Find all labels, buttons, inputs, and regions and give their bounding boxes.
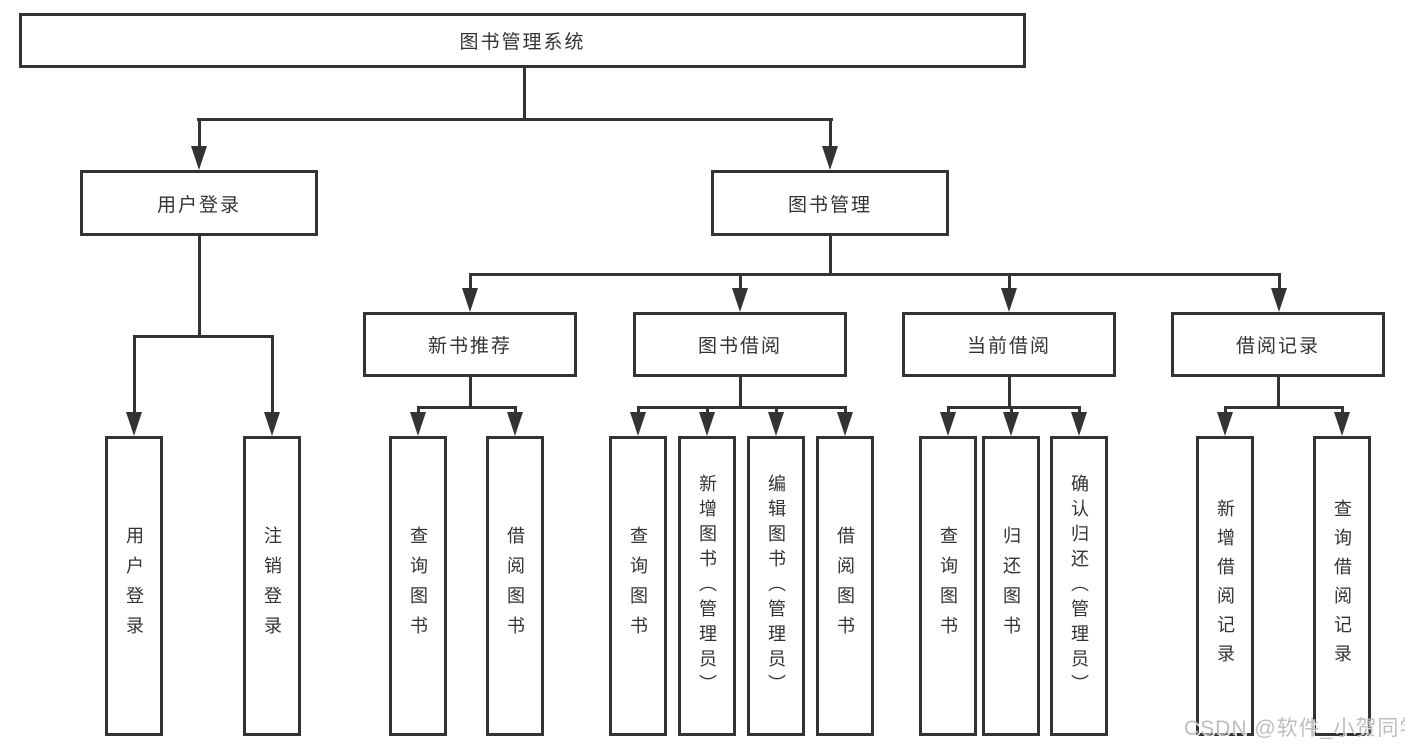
leaf-return-books-label: 归还图书 bbox=[1001, 526, 1021, 646]
connector-line bbox=[1224, 406, 1227, 416]
connector-line bbox=[1277, 377, 1280, 409]
connector-line bbox=[706, 406, 709, 416]
leaf-logout-label: 注销登录 bbox=[262, 526, 282, 646]
arrowhead-down-icon bbox=[1071, 412, 1087, 436]
leaf-edit-books-admin-label: 编辑图书（管理员） bbox=[766, 473, 786, 699]
watermark: CSDN @软件_小贺同学 bbox=[1184, 717, 1405, 740]
connector-line bbox=[514, 406, 517, 416]
connector-line bbox=[637, 406, 640, 416]
connector-line bbox=[1224, 406, 1343, 409]
arrowhead-down-icon bbox=[264, 412, 280, 436]
leaf-query-books-borrowing-label: 查询图书 bbox=[628, 526, 648, 646]
connector-line bbox=[469, 377, 472, 409]
node-borrowing-records-label: 借阅记录 bbox=[1235, 336, 1320, 357]
connector-line bbox=[469, 273, 1280, 276]
arrowhead-down-icon bbox=[1001, 288, 1017, 312]
leaf-add-books-admin-label: 新增图书（管理员） bbox=[697, 473, 717, 699]
leaf-query-borrow-record: 查询借阅记录 bbox=[1313, 436, 1371, 736]
node-book-management: 图书管理 bbox=[711, 170, 949, 236]
connector-line bbox=[739, 273, 742, 292]
connector-line bbox=[829, 236, 832, 275]
connector-line bbox=[947, 406, 1080, 409]
leaf-query-borrow-record-label: 查询借阅记录 bbox=[1332, 499, 1352, 673]
node-book-management-label: 图书管理 bbox=[787, 194, 872, 216]
arrowhead-down-icon bbox=[940, 412, 956, 436]
connector-line bbox=[417, 406, 516, 409]
connector-line bbox=[829, 118, 832, 150]
connector-line bbox=[637, 406, 846, 409]
leaf-query-books-recommend: 查询图书 bbox=[389, 436, 447, 736]
node-current-borrowing-label: 当前借阅 bbox=[966, 336, 1051, 357]
connector-line bbox=[1010, 406, 1013, 416]
connector-line bbox=[133, 335, 273, 338]
connector-line bbox=[417, 406, 420, 416]
arrowhead-down-icon bbox=[1334, 412, 1350, 436]
leaf-borrow-books-label: 借阅图书 bbox=[835, 526, 855, 646]
arrowhead-down-icon bbox=[1217, 412, 1233, 436]
connector-line bbox=[469, 273, 472, 292]
node-current-borrowing: 当前借阅 bbox=[902, 312, 1116, 377]
connector-line bbox=[133, 335, 136, 413]
connector-line bbox=[739, 377, 742, 409]
connector-line bbox=[947, 406, 950, 416]
node-book-borrowing: 图书借阅 bbox=[633, 312, 847, 377]
node-user-login: 用户登录 bbox=[80, 170, 318, 236]
arrowhead-down-icon bbox=[837, 412, 853, 436]
arrowhead-down-icon bbox=[1003, 412, 1019, 436]
leaf-borrow-books: 借阅图书 bbox=[816, 436, 874, 736]
leaf-user-login-label: 用户登录 bbox=[124, 526, 144, 646]
leaf-borrow-books-recommend-label: 借阅图书 bbox=[505, 526, 525, 646]
arrowhead-down-icon bbox=[768, 412, 784, 436]
connector-line bbox=[1008, 273, 1011, 292]
connector-line bbox=[1278, 273, 1281, 292]
leaf-user-login: 用户登录 bbox=[105, 436, 163, 736]
node-user-login-label: 用户登录 bbox=[156, 194, 241, 216]
connector-line bbox=[271, 335, 274, 413]
node-root: 图书管理系统 bbox=[19, 13, 1026, 68]
connector-line bbox=[1008, 377, 1011, 409]
arrowhead-down-icon bbox=[822, 146, 838, 170]
connector-line bbox=[523, 68, 526, 120]
arrowhead-down-icon bbox=[462, 288, 478, 312]
leaf-query-books-borrowing: 查询图书 bbox=[609, 436, 667, 736]
connector-line bbox=[197, 118, 833, 121]
arrowhead-down-icon bbox=[191, 146, 207, 170]
connector-line bbox=[198, 118, 201, 150]
leaf-add-borrow-record: 新增借阅记录 bbox=[1196, 436, 1254, 736]
leaf-add-books-admin: 新增图书（管理员） bbox=[678, 436, 736, 736]
leaf-query-books-current: 查询图书 bbox=[919, 436, 977, 736]
leaf-add-borrow-record-label: 新增借阅记录 bbox=[1215, 499, 1235, 673]
leaf-edit-books-admin: 编辑图书（管理员） bbox=[747, 436, 805, 736]
leaf-query-books-recommend-label: 查询图书 bbox=[408, 526, 428, 646]
connector-line bbox=[1341, 406, 1344, 416]
connector-line bbox=[775, 406, 778, 416]
connector-line bbox=[1078, 406, 1081, 416]
node-new-book-recommend: 新书推荐 bbox=[363, 312, 577, 377]
arrowhead-down-icon bbox=[699, 412, 715, 436]
arrowhead-down-icon bbox=[410, 412, 426, 436]
connector-line bbox=[198, 236, 201, 338]
node-new-book-recommend-label: 新书推荐 bbox=[427, 336, 512, 357]
leaf-logout: 注销登录 bbox=[243, 436, 301, 736]
arrowhead-down-icon bbox=[732, 288, 748, 312]
arrowhead-down-icon bbox=[1271, 288, 1287, 312]
leaf-confirm-return-admin-label: 确认归还（管理员） bbox=[1069, 473, 1089, 699]
node-book-borrowing-label: 图书借阅 bbox=[697, 336, 782, 357]
leaf-query-books-current-label: 查询图书 bbox=[938, 526, 958, 646]
arrowhead-down-icon bbox=[126, 412, 142, 436]
node-root-label: 图书管理系统 bbox=[459, 32, 586, 53]
leaf-borrow-books-recommend: 借阅图书 bbox=[486, 436, 544, 736]
node-borrowing-records: 借阅记录 bbox=[1171, 312, 1385, 377]
arrowhead-down-icon bbox=[507, 412, 523, 436]
connector-line bbox=[844, 406, 847, 416]
leaf-confirm-return-admin: 确认归还（管理员） bbox=[1050, 436, 1108, 736]
arrowhead-down-icon bbox=[630, 412, 646, 436]
leaf-return-books: 归还图书 bbox=[982, 436, 1040, 736]
